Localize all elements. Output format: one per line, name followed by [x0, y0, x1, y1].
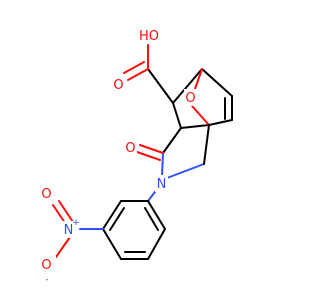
- svg-text:-: -: [45, 275, 48, 285]
- bond-c8-o-double-b: [123, 61, 145, 74]
- bond-bridge-o-c7a: [191, 105, 210, 126]
- bond-c7-c8: [147, 68, 174, 104]
- svg-text:N: N: [157, 177, 167, 192]
- bond-c4-c5: [201, 68, 233, 97]
- bond-c3a-c3: [162, 127, 182, 154]
- atom-nitro-o-bottom: O -: [40, 256, 56, 285]
- bond-ar-inner-c: [144, 207, 159, 231]
- bond-c7-c3a: [172, 102, 182, 129]
- bond-c7-c4: [172, 68, 203, 104]
- svg-text:O: O: [113, 78, 123, 93]
- bond-n-c1: [166, 163, 205, 179]
- bond-ar2-ar3: [102, 200, 122, 230]
- bond-c4-bridge-o: [194, 68, 203, 90]
- atom-nitro-n: N +: [62, 218, 80, 238]
- bond-ar5-ar6: [147, 228, 166, 260]
- atom-bridge-o: O: [184, 89, 197, 106]
- atom-hydroxyl-o: HO: [137, 27, 161, 44]
- svg-text:O: O: [125, 141, 135, 156]
- bond-c3a-c7a: [180, 124, 210, 129]
- atom-nitro-o-top: O: [40, 185, 53, 202]
- bond-c3-n: [161, 152, 164, 177]
- bond-c3-o-double-a: [139, 144, 164, 154]
- bond-ar3-ar4: [102, 228, 122, 260]
- atom-carbonyl-o-acid: O: [112, 76, 125, 93]
- bond-nitro-o-single: [55, 236, 71, 258]
- svg-text:+: +: [72, 218, 80, 228]
- bond-ar-inner-a: [109, 207, 125, 231]
- atom-ring-n: N: [155, 175, 168, 192]
- bond-c6-c7a: [208, 119, 233, 126]
- bond-ar6-ar1: [147, 200, 166, 230]
- svg-text:O: O: [41, 187, 51, 202]
- bond-c8-o-double-a: [127, 68, 149, 81]
- atom-ketone-o: O: [124, 139, 137, 156]
- bond-nitro-o-double-a: [58, 200, 74, 223]
- bond-c1-c7a: [203, 124, 210, 165]
- svg-text:HO: HO: [139, 29, 159, 44]
- bond-c3-o-double-b: [136, 151, 161, 161]
- svg-text:N: N: [64, 223, 74, 238]
- molecule-structure-diagram: HO O O O N N + O O -: [40, 27, 233, 285]
- svg-text:O: O: [185, 91, 195, 106]
- svg-text:O: O: [41, 258, 51, 273]
